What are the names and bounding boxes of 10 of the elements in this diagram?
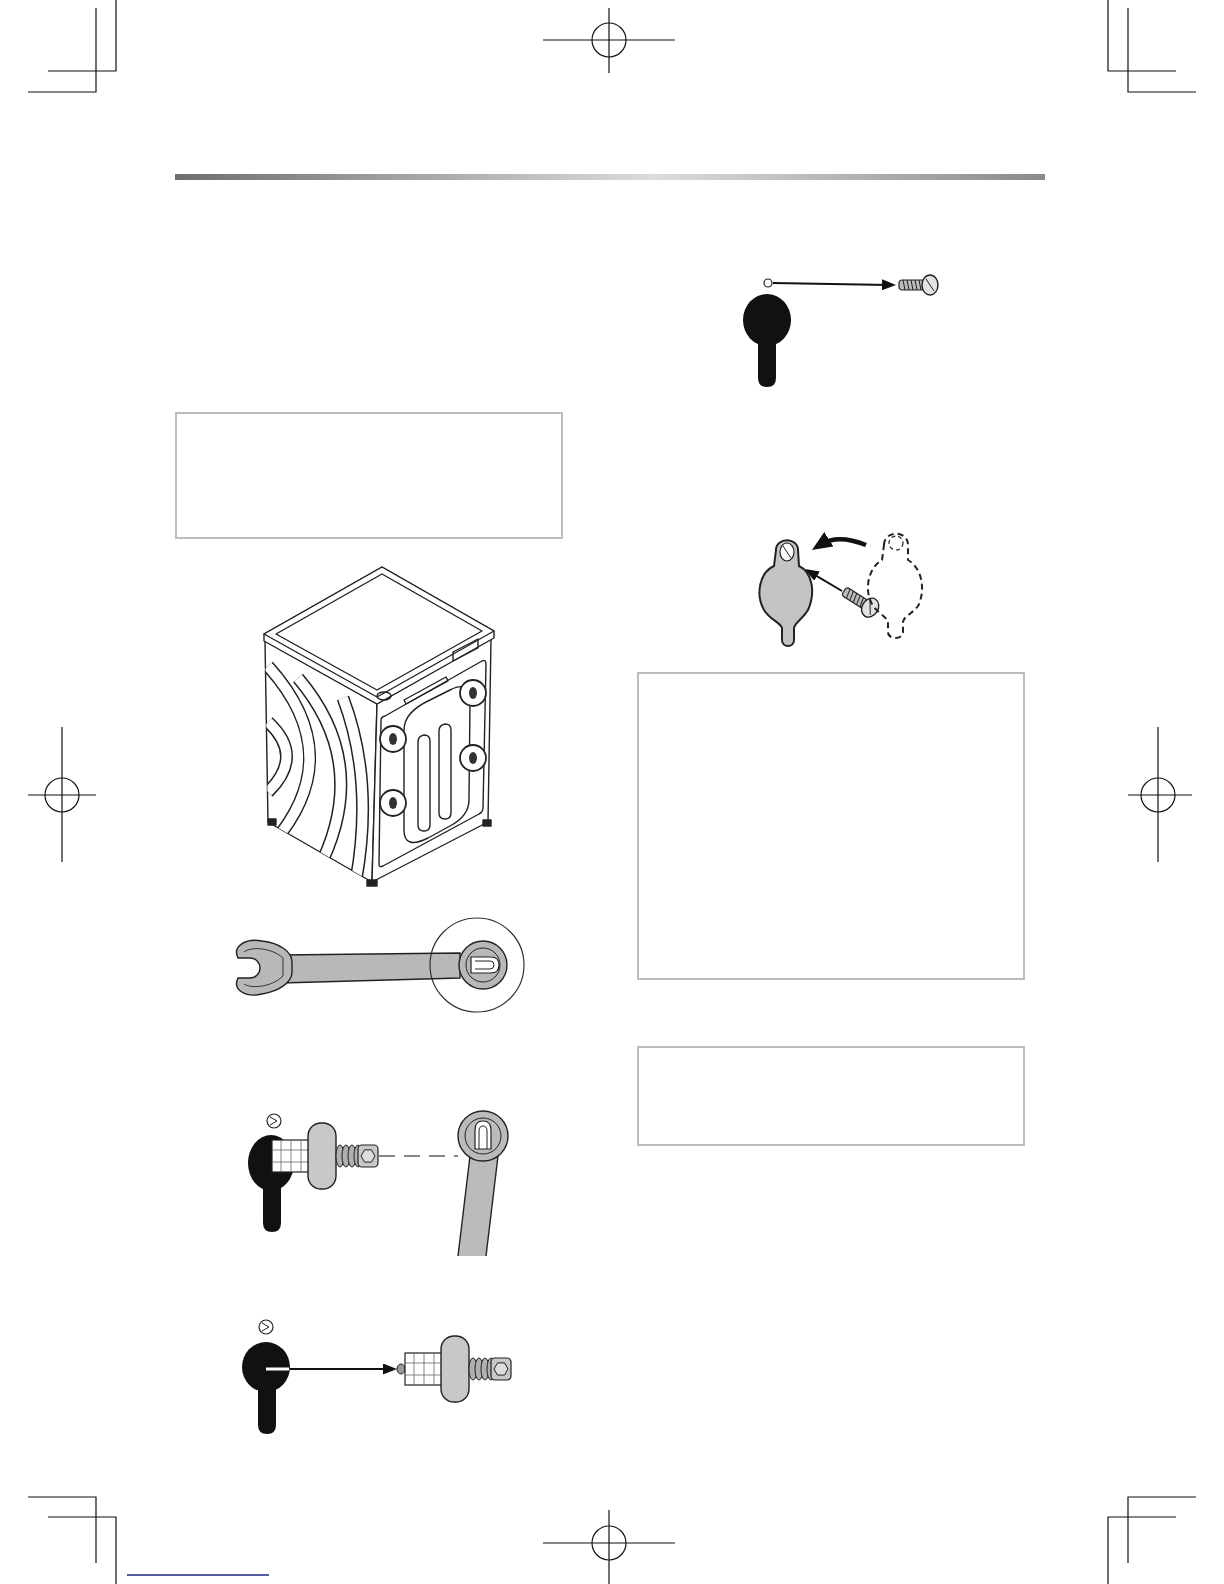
transit-bolt-drawing — [393, 1334, 515, 1406]
note-panel — [637, 672, 1025, 980]
arrow — [805, 569, 843, 592]
guide-line — [378, 1155, 459, 1157]
curved-arrow — [811, 532, 867, 550]
screw-hole — [763, 278, 773, 288]
arrow — [289, 1363, 397, 1375]
note-panel — [175, 412, 563, 539]
note-panel — [637, 1046, 1025, 1146]
arrow — [772, 279, 896, 291]
